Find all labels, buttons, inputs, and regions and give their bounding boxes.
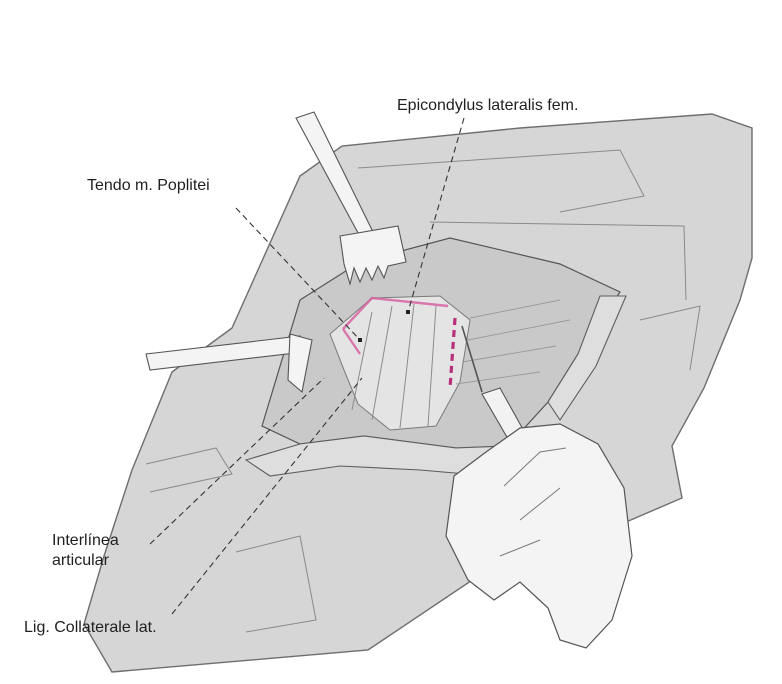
leader-tendo xyxy=(235,207,361,341)
left-retractor-tip xyxy=(287,333,313,394)
surgeon-hand xyxy=(445,423,633,649)
muscle-fibres xyxy=(455,299,571,385)
drape-fold xyxy=(639,305,701,371)
drape-fold xyxy=(235,535,317,633)
leader-epicondylus-dot xyxy=(406,310,410,314)
incision-outline xyxy=(342,328,361,355)
label-interlinea-line1: Interlínea xyxy=(52,532,119,549)
upper-retractor-blade xyxy=(339,225,407,287)
drape-fold xyxy=(145,447,233,493)
surgeon-finger xyxy=(499,447,567,557)
ligament-strand xyxy=(371,305,393,421)
label-epicondylus: Epicondylus lateralis fem. xyxy=(397,97,579,114)
ligament-strand xyxy=(351,311,373,411)
exposed-tissue xyxy=(329,295,471,431)
ligament-strand xyxy=(427,305,437,427)
leader-tendo-dot xyxy=(358,338,362,342)
ligament-strand xyxy=(399,303,415,429)
label-interlinea-line2: articular xyxy=(52,552,109,569)
wound-edge xyxy=(547,295,627,421)
drape-fold xyxy=(429,221,687,301)
cautery-tip xyxy=(461,325,483,393)
leader-epicondylus xyxy=(407,117,465,313)
label-tendo-popliteus: Tendo m. Poplitei xyxy=(87,177,210,194)
incision-outline xyxy=(342,296,449,330)
drape-fold xyxy=(357,149,645,213)
leader-interlinea xyxy=(149,377,325,545)
leader-ligament xyxy=(171,377,363,615)
label-ligament-collaterale: Lig. Collaterale lat. xyxy=(24,619,157,636)
label-interlinea-articular: Interlínea articular xyxy=(52,531,119,571)
